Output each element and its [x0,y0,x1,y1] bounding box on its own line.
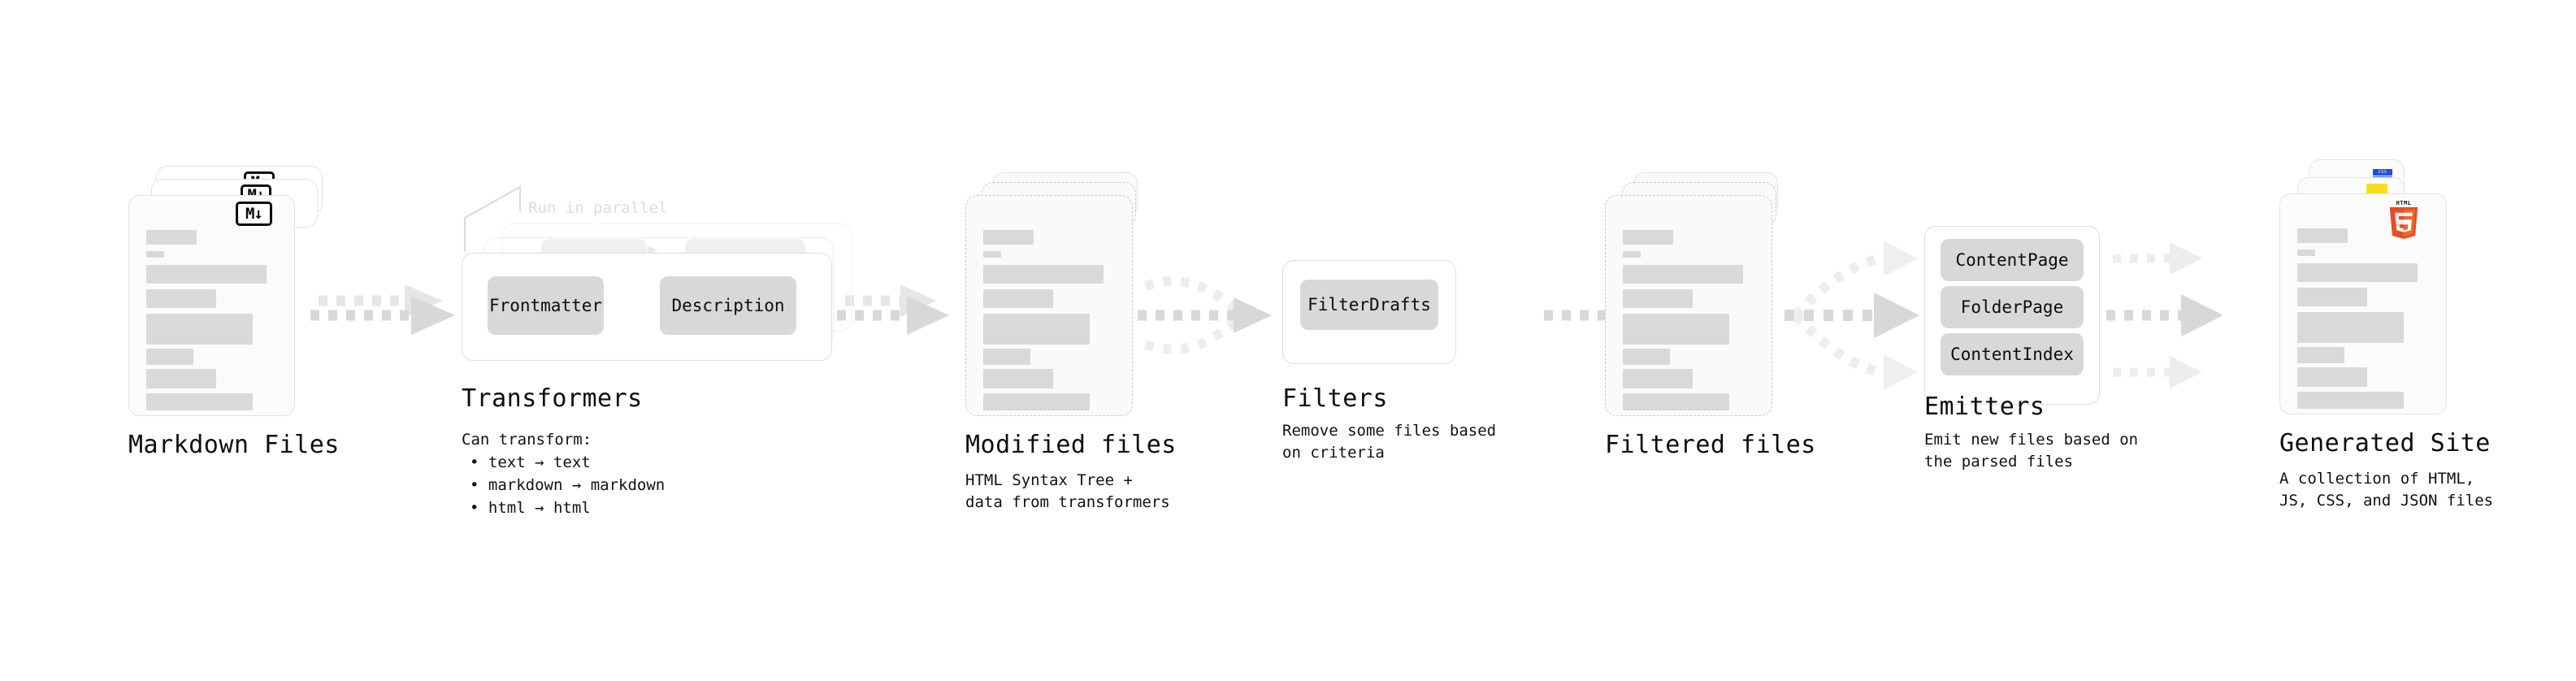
skeleton-bar [983,369,1053,388]
skeleton-bar [2297,249,2315,256]
skeleton-bar [146,289,216,308]
transformer-chip-label: Frontmatter [488,296,603,315]
skeleton-bar [2297,367,2367,387]
skeleton-bar [146,265,267,284]
skeleton-bar [983,349,1030,365]
skeleton-bar [983,314,1090,345]
skeleton-bar [2297,392,2404,409]
skeleton-bar [983,230,1034,245]
skeleton-bar [146,230,197,245]
filtered-card-front [1605,195,1772,416]
arrow-emitters-to-site [2106,242,2223,388]
emitter-chip-label: FolderPage [1960,297,2064,317]
skeleton-bar [2297,288,2367,306]
stage-title-filtered-files: Filtered files [1605,431,1816,459]
skeleton-bar [146,251,164,258]
stage-title-filters: Filters [1282,384,1388,413]
skeleton-bar [146,314,253,345]
markdown-icon: M↓ [236,202,272,226]
skeleton-bar [1623,314,1729,345]
skeleton-bar [2297,228,2348,243]
skeleton-bar [1623,289,1693,308]
emitter-chip-label: ContentPage [1955,250,2069,270]
transformer-chip-frontmatter[interactable]: Frontmatter [488,276,604,335]
skeleton-bar [2297,347,2344,363]
arrow-markdown-to-transformers [310,284,455,335]
emitter-chip-folderpage[interactable]: FolderPage [1941,286,2084,328]
skeleton-bar [1623,349,1670,365]
modified-card-front [965,195,1133,416]
transformers-bullet-3: • html → html [470,499,591,517]
run-in-parallel-label: Run in parallel [528,199,668,217]
skeleton-bar [146,349,193,365]
skeleton-bar [983,265,1104,284]
stage-title-emitters: Emitters [1924,393,2045,421]
stage-title-generated-site: Generated Site [2279,429,2491,458]
arrow-filtered-to-emitters [1785,241,1919,390]
skeleton-bar [2297,312,2404,343]
skeleton-bar [983,251,1001,258]
markdown-card-front [128,195,295,416]
transformers-bullets-header: Can transform: [462,431,592,449]
arrow-transformers-to-modified [837,284,949,335]
skeleton-bar [146,393,253,410]
stage-subtitle-generated-site: A collection of HTML, JS, CSS, and JSON … [2279,470,2494,510]
filter-chip-label: FilterDrafts [1308,295,1431,314]
skeleton-bar [1623,265,1743,284]
skeleton-bar [2297,263,2418,282]
emitter-chip-contentindex[interactable]: ContentIndex [1941,333,2084,375]
site-card-front [2279,193,2447,414]
transformer-chip-description[interactable]: Description [660,276,796,335]
filter-chip-filterdrafts[interactable]: FilterDrafts [1300,280,1438,330]
stage-title-modified-files: Modified files [965,431,1177,459]
stage-title-transformers: Transformers [462,384,643,413]
skeleton-bar [146,369,216,388]
emitter-chip-label: ContentIndex [1950,345,2074,364]
skeleton-bar [1623,230,1673,245]
arrow-modified-to-filters [1138,276,1272,354]
stage-subtitle-modified-files: HTML Syntax Tree + data from transformer… [965,471,1170,511]
skeleton-bar [1623,251,1641,258]
skeleton-bar [1623,369,1693,388]
skeleton-bar [983,393,1090,410]
emitter-chip-contentpage[interactable]: ContentPage [1941,239,2084,281]
skeleton-bar [983,289,1053,308]
stage-subtitle-filters: Remove some files based on criteria [1282,422,1497,462]
transformer-chip-label: Description [671,296,785,315]
transformers-bullet-1: • text → text [470,453,591,471]
stage-title-markdown-files: Markdown Files [128,431,340,459]
skeleton-bar [1623,393,1729,410]
html5-icon: HTML [2386,200,2422,239]
transformers-bullet-2: • markdown → markdown [470,476,666,494]
stage-subtitle-emitters: Emit new files based on the parsed files [1924,431,2139,471]
